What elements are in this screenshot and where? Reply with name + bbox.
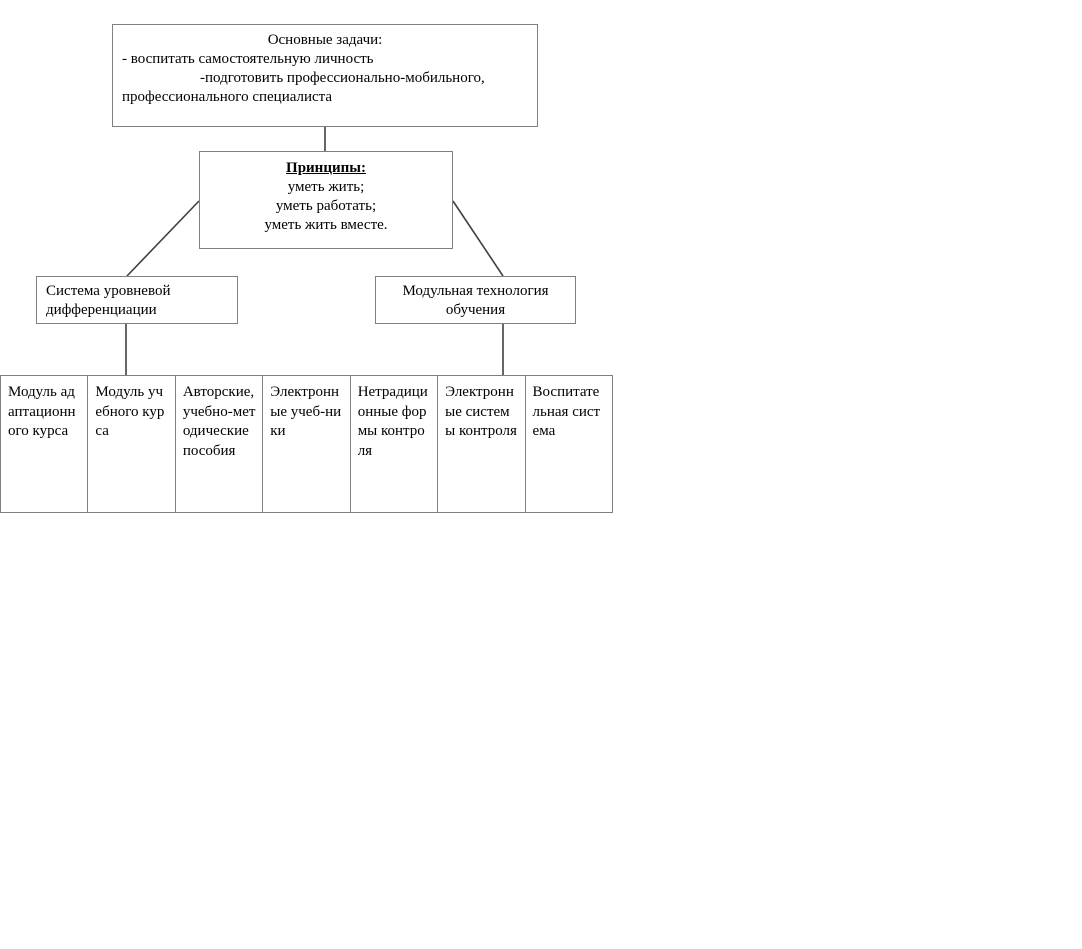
principles-heading: Принципы: [286,160,366,176]
table-row: Модуль адаптационного курса Модуль учебн… [0,375,614,513]
connector-principles-to-left-branch [126,200,200,277]
table-cell: Модуль адаптационного курса [0,375,89,513]
table-cell: Авторские, учебно-методические пособия [174,375,264,513]
table-cell: Модуль учебного курса [87,375,176,513]
table-cell: Воспитательная система [524,375,614,513]
goals-line-1: - воспитать самостоятельную личность [122,51,374,68]
connector-principles-to-right-branch [452,200,504,277]
table-cell: Электронные системы контроля [437,375,526,513]
table-cell: Электронные учеб-ники [262,375,351,513]
branch-right-label: Модульная технология обучения [402,283,549,319]
goals-box: Основные задачи: - воспитать самостоятел… [112,24,538,127]
principles-item-2: уметь работать; [275,198,377,215]
principles-item-1: уметь жить; [287,179,365,196]
goals-title: Основные задачи: [267,32,383,48]
branch-box-modular-technology: Модульная технология обучения [375,276,576,324]
goals-line-3: профессионального специалиста [122,89,333,106]
branch-box-level-differentiation: Система уровневой дифференциации [36,276,238,324]
principles-box: Принципы: уметь жить; уметь работать; ум… [199,151,453,249]
principles-item-3: уметь жить вместе. [264,217,388,234]
goals-line-2: -подготовить профессионально-мобильного, [200,70,485,87]
branch-left-label: Система уровневой дифференциации [46,283,171,319]
components-table: Модуль адаптационного курса Модуль учебн… [0,375,614,513]
table-cell: Нетрадиционные формы контроля [349,375,439,513]
